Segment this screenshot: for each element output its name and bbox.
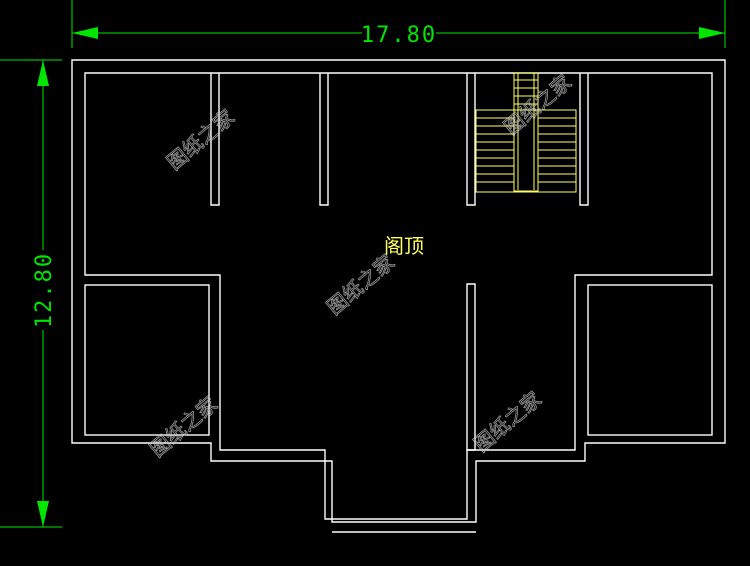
staircase <box>475 72 577 193</box>
outer-wall <box>71 59 726 523</box>
partition-1 <box>210 73 220 206</box>
stair-treads-top <box>514 79 538 105</box>
inner-wall <box>84 72 713 520</box>
width-arrow-left <box>72 27 98 39</box>
right-lower-room <box>587 284 713 436</box>
partition-2 <box>319 73 329 206</box>
watermark-5: 图纸之家 <box>469 387 546 457</box>
partition-4 <box>579 73 589 206</box>
height-arrow-top <box>37 60 49 86</box>
height-dimension <box>0 59 62 528</box>
building-walls <box>71 59 726 533</box>
stair-treads-right <box>538 117 576 183</box>
width-dimension <box>71 0 726 48</box>
stair-treads-left <box>476 117 514 183</box>
watermark-1: 图纸之家 <box>162 105 239 175</box>
room-label-attic: 阁顶 <box>384 234 424 258</box>
height-arrow-bottom <box>37 501 49 527</box>
height-dimension-text: 12.80 <box>32 252 57 328</box>
partition-5 <box>466 283 476 451</box>
partition-3 <box>466 73 476 206</box>
watermark-3: 图纸之家 <box>322 250 399 320</box>
stair-well <box>513 72 539 192</box>
left-lower-room <box>84 284 210 436</box>
stair-outline <box>475 109 577 193</box>
width-arrow-right <box>699 27 725 39</box>
width-dimension-text: 17.80 <box>361 23 437 48</box>
